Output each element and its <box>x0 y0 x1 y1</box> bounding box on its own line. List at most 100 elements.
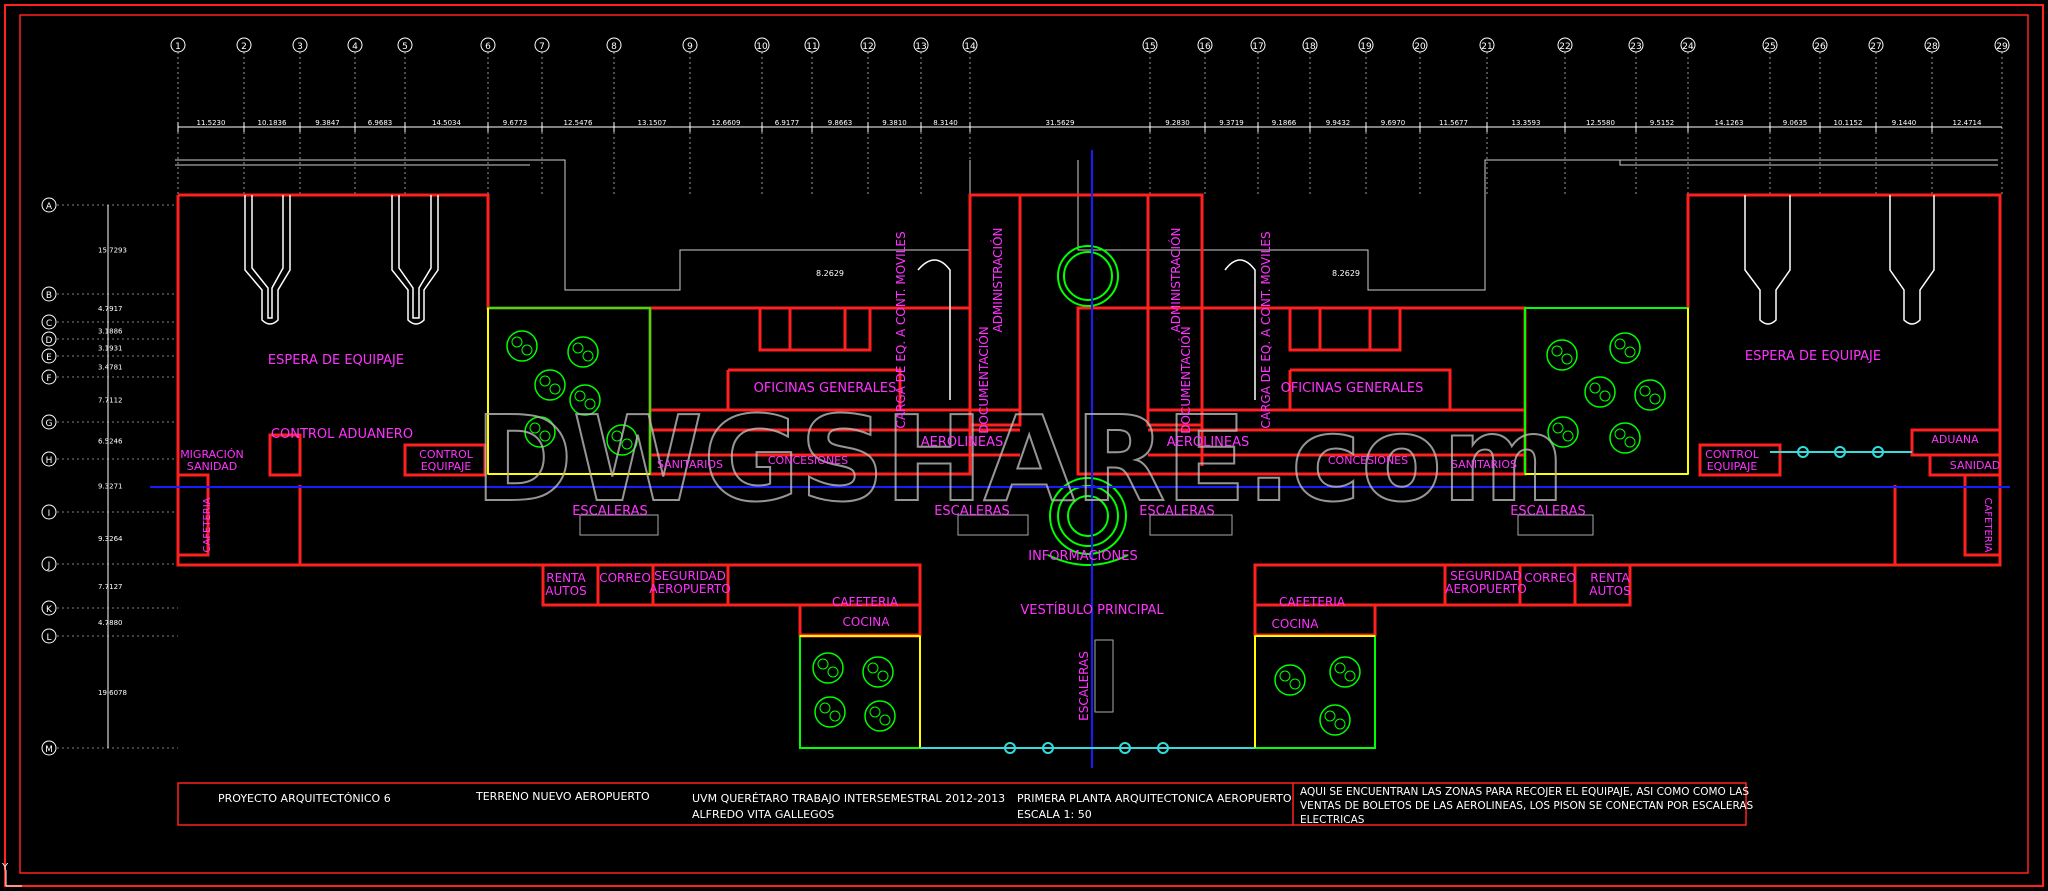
ucs-icon <box>5 870 22 887</box>
grid-column-label: 2 <box>241 42 247 52</box>
title-plan-1: PRIMERA PLANTA ARQUITECTONICA AEROPUERTO <box>1017 792 1292 805</box>
tree-icon <box>569 384 601 416</box>
label-escaleras-1: ESCALERAS <box>572 504 648 519</box>
left-dimension: 9.3264 <box>98 535 123 543</box>
grid-column-label: 18 <box>1304 42 1316 52</box>
title-note-2: VENTAS DE BOLETOS DE LAS AEROLINEAS, LOS… <box>1300 800 1754 812</box>
left-dimension: 4.7880 <box>98 619 123 627</box>
grid-row-label: J <box>47 561 51 571</box>
left-dimension: 3.1931 <box>98 345 123 353</box>
grid-column-18: 18 <box>1302 37 1318 195</box>
label-oficinas-right: OFICINAS GENERALES <box>1281 381 1424 396</box>
label-cafeteria-side-right: CAFETERIA <box>1982 497 1993 552</box>
grid-column-label: 5 <box>402 42 408 52</box>
label-cocina-left: COCINA <box>843 615 891 629</box>
grid-column-15: 15 <box>1142 37 1158 195</box>
grid-row-J: J <box>41 556 178 572</box>
grid-column-label: 15 <box>1144 42 1155 52</box>
tree-icon <box>1547 416 1579 448</box>
grid-column-label: 16 <box>1199 42 1211 52</box>
grid-row-label: G <box>46 419 53 429</box>
grid-row-label: M <box>45 745 53 755</box>
grid-column-label: 1 <box>175 42 181 52</box>
label-documentacion-left: DOCUMENTACIÓN <box>976 326 991 434</box>
grid-row-G: G <box>41 414 178 430</box>
top-dimension: 9.0635 <box>1783 119 1808 127</box>
label-cafeteria-right: CAFETERIA <box>1279 595 1346 609</box>
title-note-3: ELECTRICAS <box>1300 814 1365 826</box>
grid-column-23: 23 <box>1628 37 1644 195</box>
title-note-1: AQUI SE ENCUENTRAN LAS ZONAS PARA RECOJE… <box>1300 786 1749 798</box>
top-dimension: 9.2830 <box>1165 119 1190 127</box>
grid-row-F: F <box>41 369 178 385</box>
left-dimension: 6.5246 <box>98 438 123 446</box>
label-cocina-right: COCINA <box>1272 617 1320 631</box>
grid-column-label: 28 <box>1926 42 1938 52</box>
grid-column-label: 27 <box>1870 42 1881 52</box>
label-escaleras-2: ESCALERAS <box>934 504 1010 519</box>
grid-row-D: D <box>41 331 178 347</box>
label-correo-left: CORREO <box>599 571 651 585</box>
trees <box>506 330 1666 736</box>
title-block: PROYECTO ARQUITECTÓNICO 6 TERRENO NUEVO … <box>177 782 1754 826</box>
grid-column-label: 23 <box>1630 42 1641 52</box>
label-cafeteria-left: CAFETERIA <box>832 595 899 609</box>
tree-icon <box>1274 664 1306 696</box>
top-dimension: 9.3719 <box>1219 119 1244 127</box>
grid-column-26: 26 <box>1812 37 1828 195</box>
tree-icon <box>1329 656 1361 688</box>
top-dimension: 10.1836 <box>258 119 287 127</box>
label-sanitarios-right: SANITARIOS <box>1451 458 1517 471</box>
grid-column-label: 19 <box>1360 42 1372 52</box>
tree-icon <box>524 416 556 448</box>
left-dimension: 9.3271 <box>98 483 123 491</box>
grid-row-label: K <box>46 605 53 615</box>
top-dimension: 13.3593 <box>1512 119 1541 127</box>
grid-column-label: 4 <box>352 42 358 52</box>
grid-row-label: A <box>46 202 53 212</box>
label-espera-left: ESPERA DE EQUIPAJE <box>268 353 404 368</box>
grid-column-label: 25 <box>1764 42 1775 52</box>
grid-column-label: 24 <box>1682 42 1694 52</box>
grid-column-label: 7 <box>539 42 545 52</box>
left-dimension: 19.6078 <box>98 689 127 697</box>
top-dimension: 9.1440 <box>1892 119 1917 127</box>
central-rotunda <box>1047 245 1129 566</box>
tree-icon <box>567 336 599 368</box>
grid-row-L: L <box>41 628 178 644</box>
label-sanidad: SANIDAD <box>1950 459 2000 472</box>
ucs-label: Y <box>1 862 9 873</box>
grid-row-label: H <box>46 456 53 466</box>
grid-column-20: 20 <box>1412 37 1428 195</box>
top-dimension: 9.3810 <box>882 119 907 127</box>
grid-column-24: 24 <box>1680 37 1696 195</box>
room-labels: ESPERA DE EQUIPAJE ESPERA DE EQUIPAJE CO… <box>180 228 2000 721</box>
axis-lines <box>150 150 2010 768</box>
label-carga-right: CARGA DE EQ. A CONT. MOVILES <box>1259 231 1273 428</box>
baggage-carousels <box>244 195 1935 400</box>
tree-icon <box>534 369 566 401</box>
grid-column-1: 1 <box>170 37 186 195</box>
grid-row-label: E <box>46 353 52 363</box>
top-dimension: 13.1507 <box>638 119 667 127</box>
top-dimension: 31.5629 <box>1046 119 1075 127</box>
title-site: TERRENO NUEVO AEROPUERTO <box>475 790 650 803</box>
top-dimension: 12.5580 <box>1586 119 1615 127</box>
top-dimension: 9.8663 <box>828 119 853 127</box>
grid-row-K: K <box>41 600 178 616</box>
grid-column-17: 17 <box>1250 37 1266 195</box>
label-vestibulo: VESTÍBULO PRINCIPAL <box>1020 602 1164 618</box>
grid-column-29: 29 <box>1994 37 2010 195</box>
grid-column-4: 4 <box>347 37 363 195</box>
label-sanitarios-left: SANITARIOS <box>657 458 723 471</box>
tree-icon <box>812 652 844 684</box>
small-dim-right: 8.2629 <box>1332 269 1360 278</box>
label-aerolineas-left: AEROLINEAS <box>921 435 1004 450</box>
tree-icon <box>506 330 538 362</box>
top-dimension: 14.5034 <box>432 119 461 127</box>
